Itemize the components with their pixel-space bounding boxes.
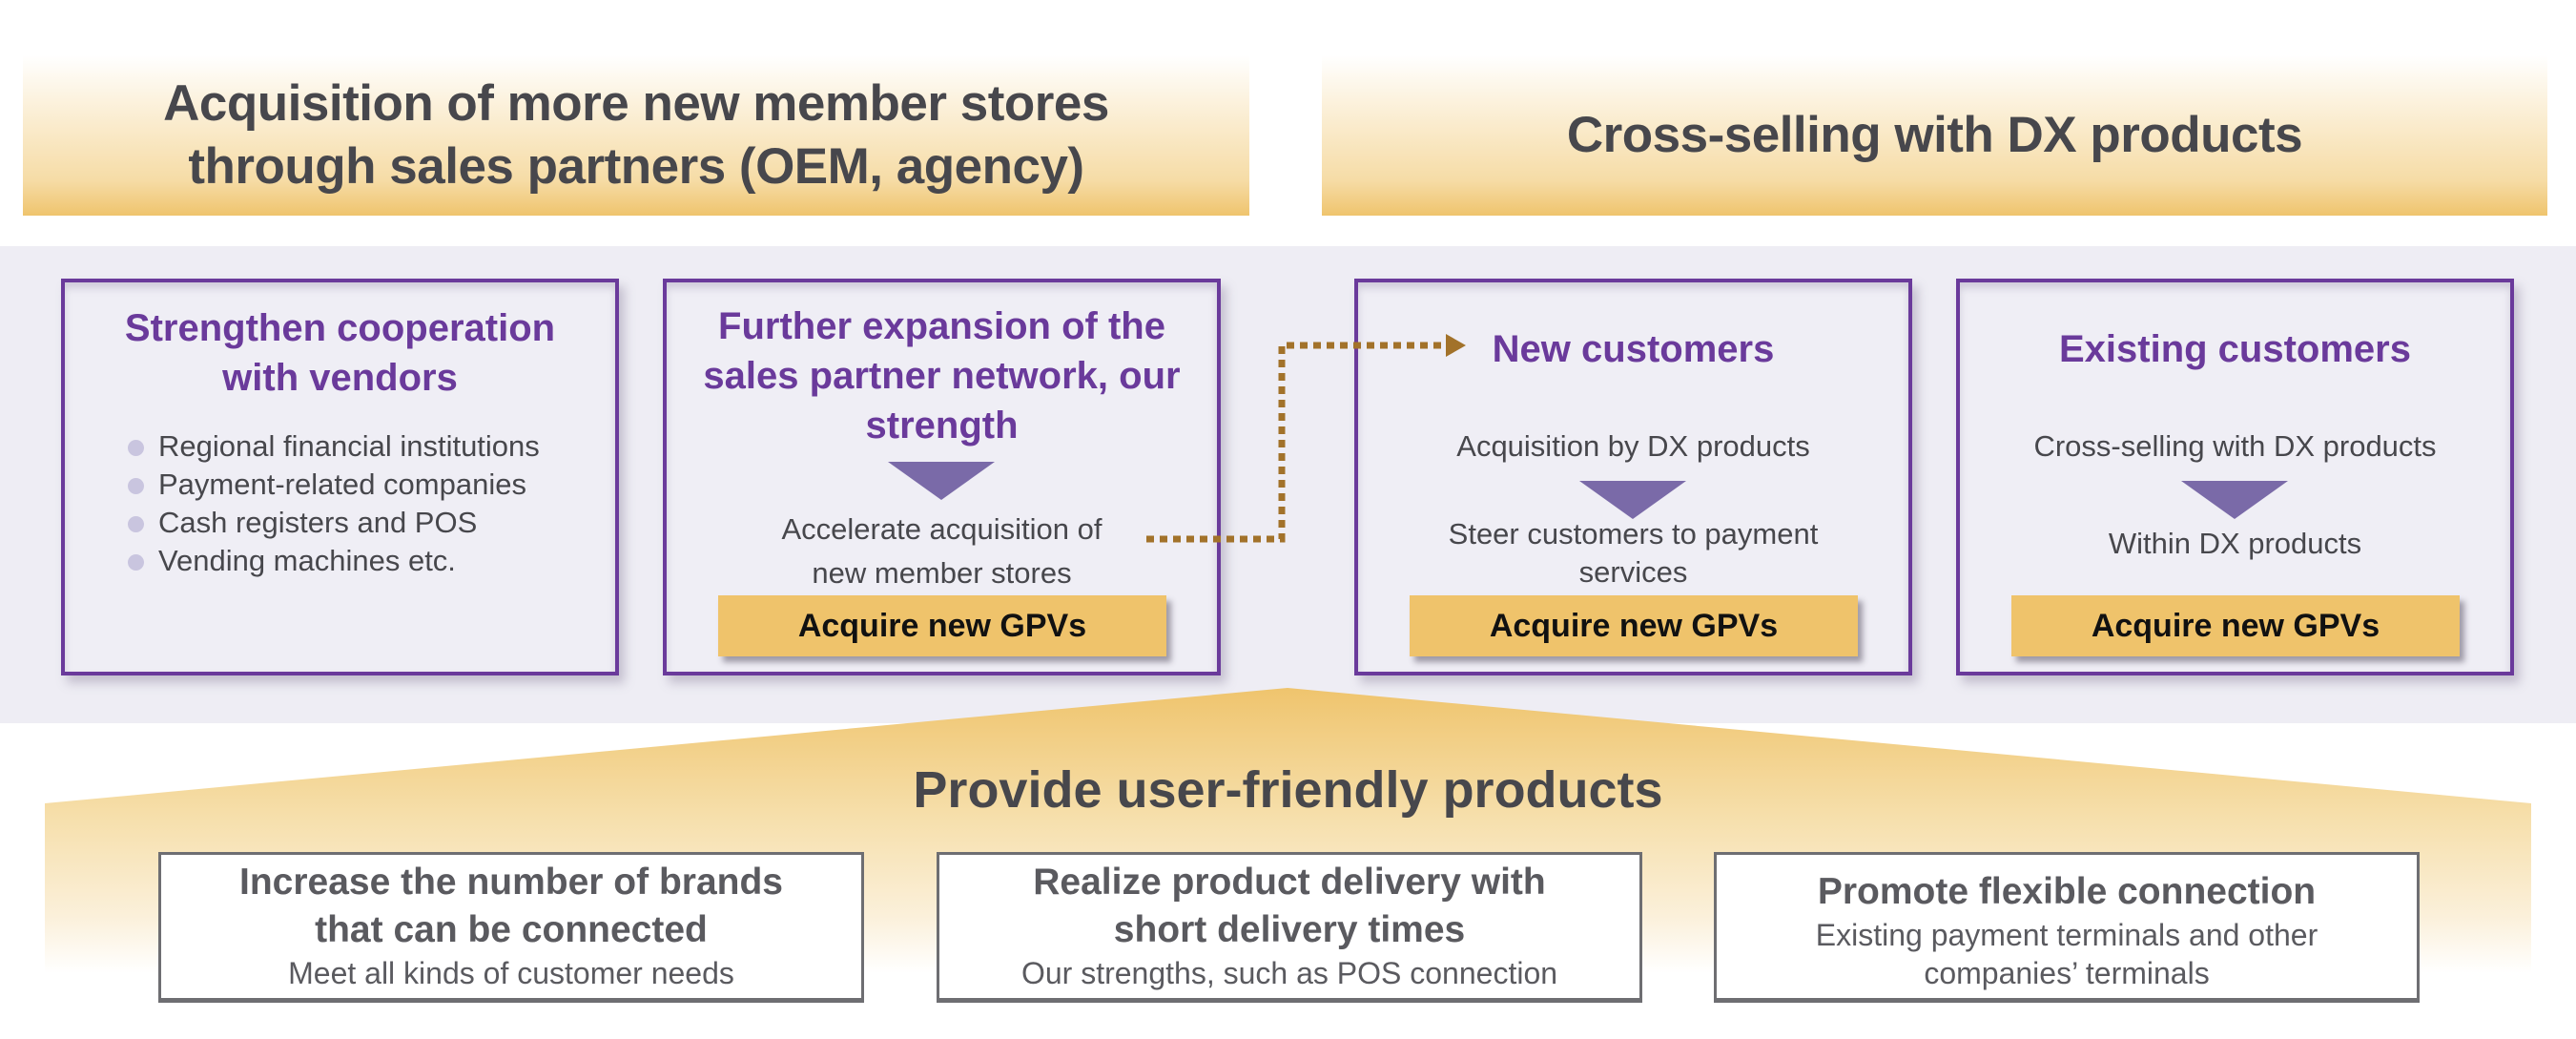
pillar-title: Promote flexible connection bbox=[1817, 871, 2317, 912]
vendor-list: Regional financial institutions Payment-… bbox=[128, 427, 578, 580]
card-input: Acquisition by DX products bbox=[1456, 429, 1810, 463]
card-title: New customers bbox=[1492, 328, 1775, 370]
list-item: Vending machines etc. bbox=[128, 542, 578, 580]
down-arrow-icon bbox=[1579, 481, 1686, 519]
pillar-delivery: Realize product delivery with short deli… bbox=[937, 852, 1642, 1003]
card-new-customers: New customers Acquisition by DX products… bbox=[1354, 279, 1912, 675]
banner-cross-selling: Cross-selling with DX products bbox=[1322, 55, 2547, 216]
down-arrow-icon bbox=[888, 462, 995, 500]
card-outcome: Accelerate acquisition of new member sto… bbox=[781, 512, 1103, 590]
card-outcome: Within DX products bbox=[2108, 527, 2362, 560]
card-title: Strengthen cooperation with vendors bbox=[124, 307, 556, 399]
bullet-icon bbox=[128, 554, 144, 571]
acquire-gpvs-label: Acquire new GPVs bbox=[2011, 595, 2460, 656]
list-item: Regional financial institutions bbox=[128, 427, 578, 466]
card-title: Further expansion of the sales partner n… bbox=[703, 305, 1181, 447]
banner-left-title: Acquisition of more new member stores th… bbox=[163, 75, 1109, 195]
bullet-icon bbox=[128, 478, 144, 494]
pillar-connection: Promote flexible connection Existing pay… bbox=[1714, 852, 2420, 1003]
card-title: Existing customers bbox=[2058, 328, 2411, 370]
list-item: Cash registers and POS bbox=[128, 504, 578, 542]
bullet-icon bbox=[128, 516, 144, 532]
acquire-gpvs-label: Acquire new GPVs bbox=[718, 595, 1166, 656]
banner-sales-partners: Acquisition of more new member stores th… bbox=[23, 55, 1249, 216]
foundation-title: Provide user-friendly products bbox=[913, 761, 1663, 819]
pillar-subtitle: Meet all kinds of customer needs bbox=[288, 956, 734, 990]
card-sales-partner-network: Further expansion of the sales partner n… bbox=[663, 279, 1221, 675]
list-item: Payment-related companies bbox=[128, 466, 578, 504]
card-existing-customers: Existing customers Cross-selling with DX… bbox=[1956, 279, 2514, 675]
pillar-subtitle: Existing payment terminals and other com… bbox=[1815, 918, 2318, 990]
pillar-title: Increase the number of brands that can b… bbox=[239, 862, 783, 950]
acquire-gpvs-label: Acquire new GPVs bbox=[1410, 595, 1858, 656]
banner-right-title: Cross-selling with DX products bbox=[1566, 107, 2303, 163]
pillar-subtitle: Our strengths, such as POS connection bbox=[1020, 956, 1558, 990]
down-arrow-icon bbox=[2181, 481, 2288, 519]
pillar-title: Realize product delivery with short deli… bbox=[1033, 862, 1546, 950]
bullet-icon bbox=[128, 440, 144, 456]
card-input: Cross-selling with DX products bbox=[2033, 429, 2437, 463]
card-vendors: Strengthen cooperation with vendors Regi… bbox=[61, 279, 619, 675]
card-outcome: Steer customers to payment services bbox=[1448, 517, 1819, 589]
pillar-brands: Increase the number of brands that can b… bbox=[158, 852, 864, 1003]
